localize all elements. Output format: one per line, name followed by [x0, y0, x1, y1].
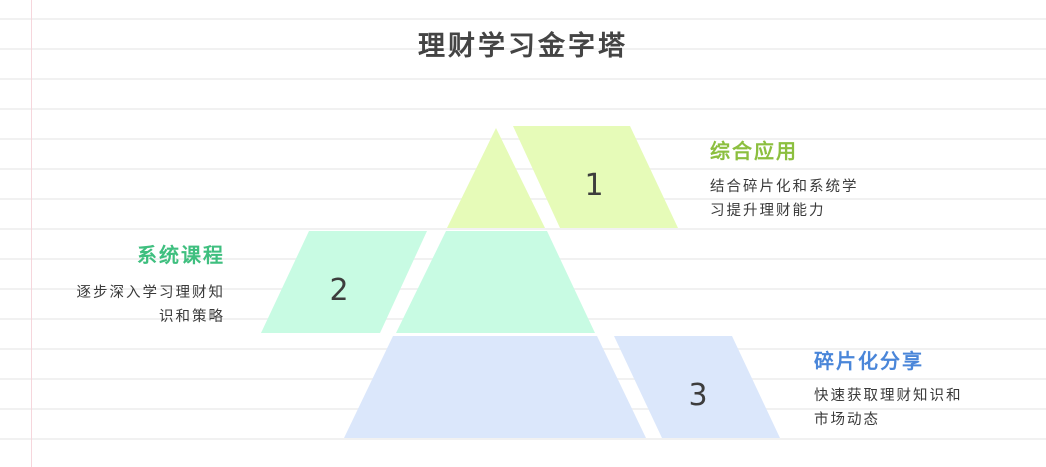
tier-3-pyramid-segment [344, 336, 646, 438]
tier-2-number-panel [261, 231, 427, 333]
tier-1-label: 综合应用 [710, 139, 798, 163]
tier-1-description: 结合碎片化和系统学 习提升理财能力 [710, 175, 859, 223]
tier-1-number: 1 [584, 168, 603, 203]
tier-3: 3 [344, 336, 780, 438]
tier-3-desc-line: 市场动态 [814, 412, 880, 428]
tier-3-desc-line: 快速获取理财知识和 [814, 388, 963, 404]
tier-1-desc-line: 结合碎片化和系统学 [710, 179, 859, 195]
tier-3-label: 碎片化分享 [814, 349, 924, 373]
tier-1: 1 [447, 126, 678, 228]
tier-2-desc-line: 逐步深入学习理财知 [76, 285, 225, 301]
tier-3-number: 3 [688, 378, 707, 413]
tier-2-number: 2 [329, 273, 348, 308]
page-title: 理财学习金字塔 [418, 31, 628, 62]
tier-3-description: 快速获取理财知识和 市场动态 [814, 384, 963, 432]
margin-line [31, 0, 32, 467]
tier-1-number-panel [513, 126, 678, 228]
tier-2: 2 [261, 231, 595, 333]
tier-1-desc-line: 习提升理财能力 [710, 203, 826, 219]
tier-3-number-panel [614, 336, 780, 438]
tier-2-label: 系统课程 [137, 243, 225, 267]
tier-2-description: 逐步深入学习理财知 识和策略 [40, 281, 225, 329]
tier-2-pyramid-segment [396, 231, 595, 333]
tier-2-desc-line: 识和策略 [159, 309, 225, 325]
tier-1-pyramid-segment [447, 128, 545, 228]
